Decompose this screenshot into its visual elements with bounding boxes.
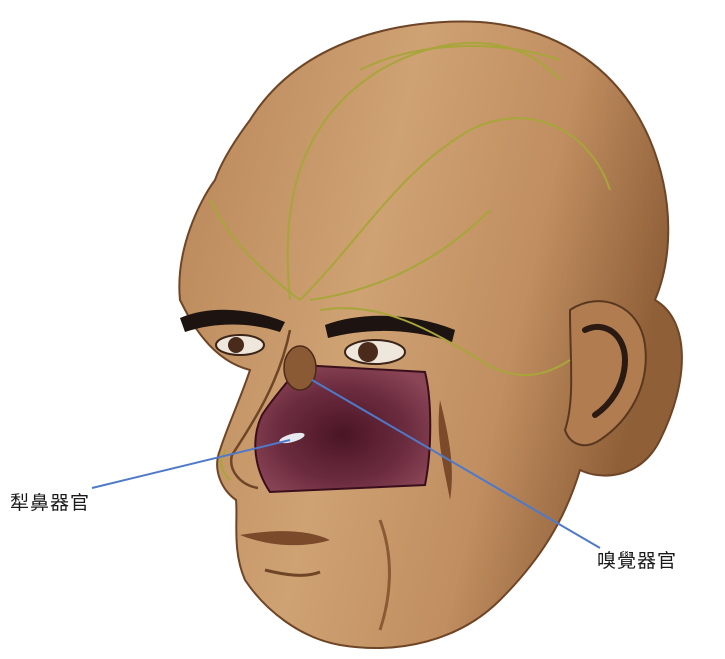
left-iris: [228, 337, 244, 353]
right-iris: [358, 342, 378, 362]
olfactory-bulb: [284, 346, 316, 390]
label-olfactory-organ: 嗅覺器官: [597, 546, 677, 573]
label-vomeronasal-organ: 犁鼻器官: [10, 488, 90, 515]
